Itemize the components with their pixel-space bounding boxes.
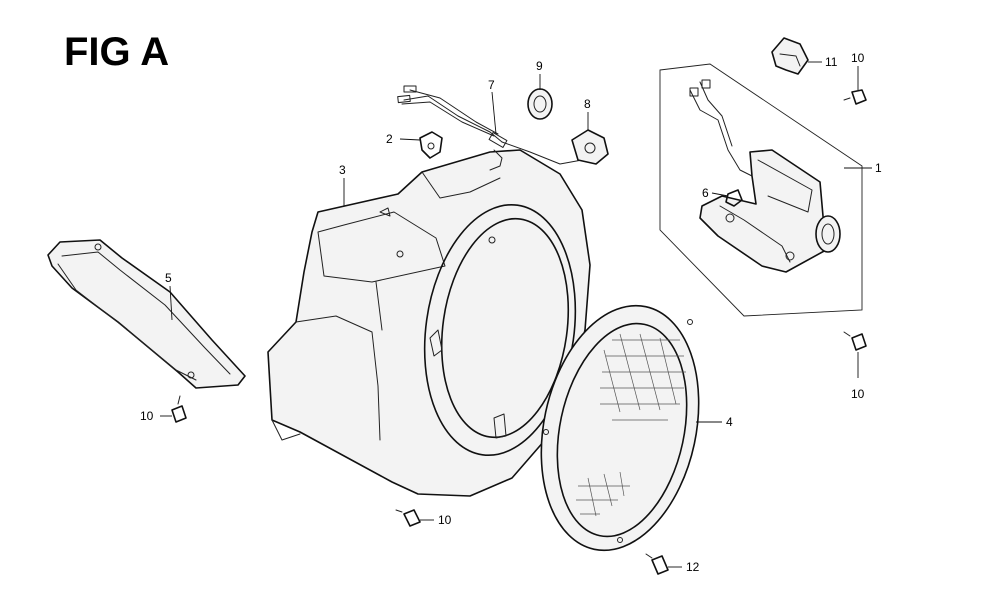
callout-11: 11: [825, 55, 838, 69]
part-9-grommet: [527, 88, 553, 120]
callout-4: 4: [726, 415, 733, 429]
bolt-10-left: [171, 395, 187, 423]
callout-5: 5: [165, 271, 172, 285]
callout-3: 3: [339, 163, 346, 177]
bolt-12: [645, 553, 669, 575]
callout-2: 2: [386, 132, 393, 146]
part-6-clip: [725, 189, 743, 207]
bolt-10-bottom: [395, 509, 421, 527]
part-1-control-box: [659, 63, 863, 317]
part-11-clip: [771, 37, 809, 75]
callout-10-top-right: 10: [851, 51, 865, 65]
callout-6: 6: [702, 186, 709, 200]
callout-12: 12: [686, 560, 700, 574]
callout-10-right: 10: [851, 387, 865, 401]
part-8-switch: [571, 129, 609, 165]
callout-10-bottom: 10: [438, 513, 452, 527]
bolt-10-top-right: [843, 89, 867, 105]
callout-1: 1: [875, 161, 882, 175]
callout-9: 9: [536, 59, 543, 73]
callout-8: 8: [584, 97, 591, 111]
part-3-fan-cover: [267, 149, 591, 497]
part-4-screen-grid: [540, 304, 700, 552]
callout-7: 7: [488, 78, 495, 92]
figure-title: FIG A: [64, 30, 170, 74]
callout-10-left: 10: [140, 409, 154, 423]
leader-lines: [160, 61, 872, 568]
part-2-clamp: [419, 131, 443, 159]
callout-labels: 1 2 3 4 5 6 7 8 9 10 10 10 10 11 12: [140, 51, 882, 574]
bolt-10-right: [843, 331, 867, 351]
part-5-side-cover: [47, 239, 246, 389]
